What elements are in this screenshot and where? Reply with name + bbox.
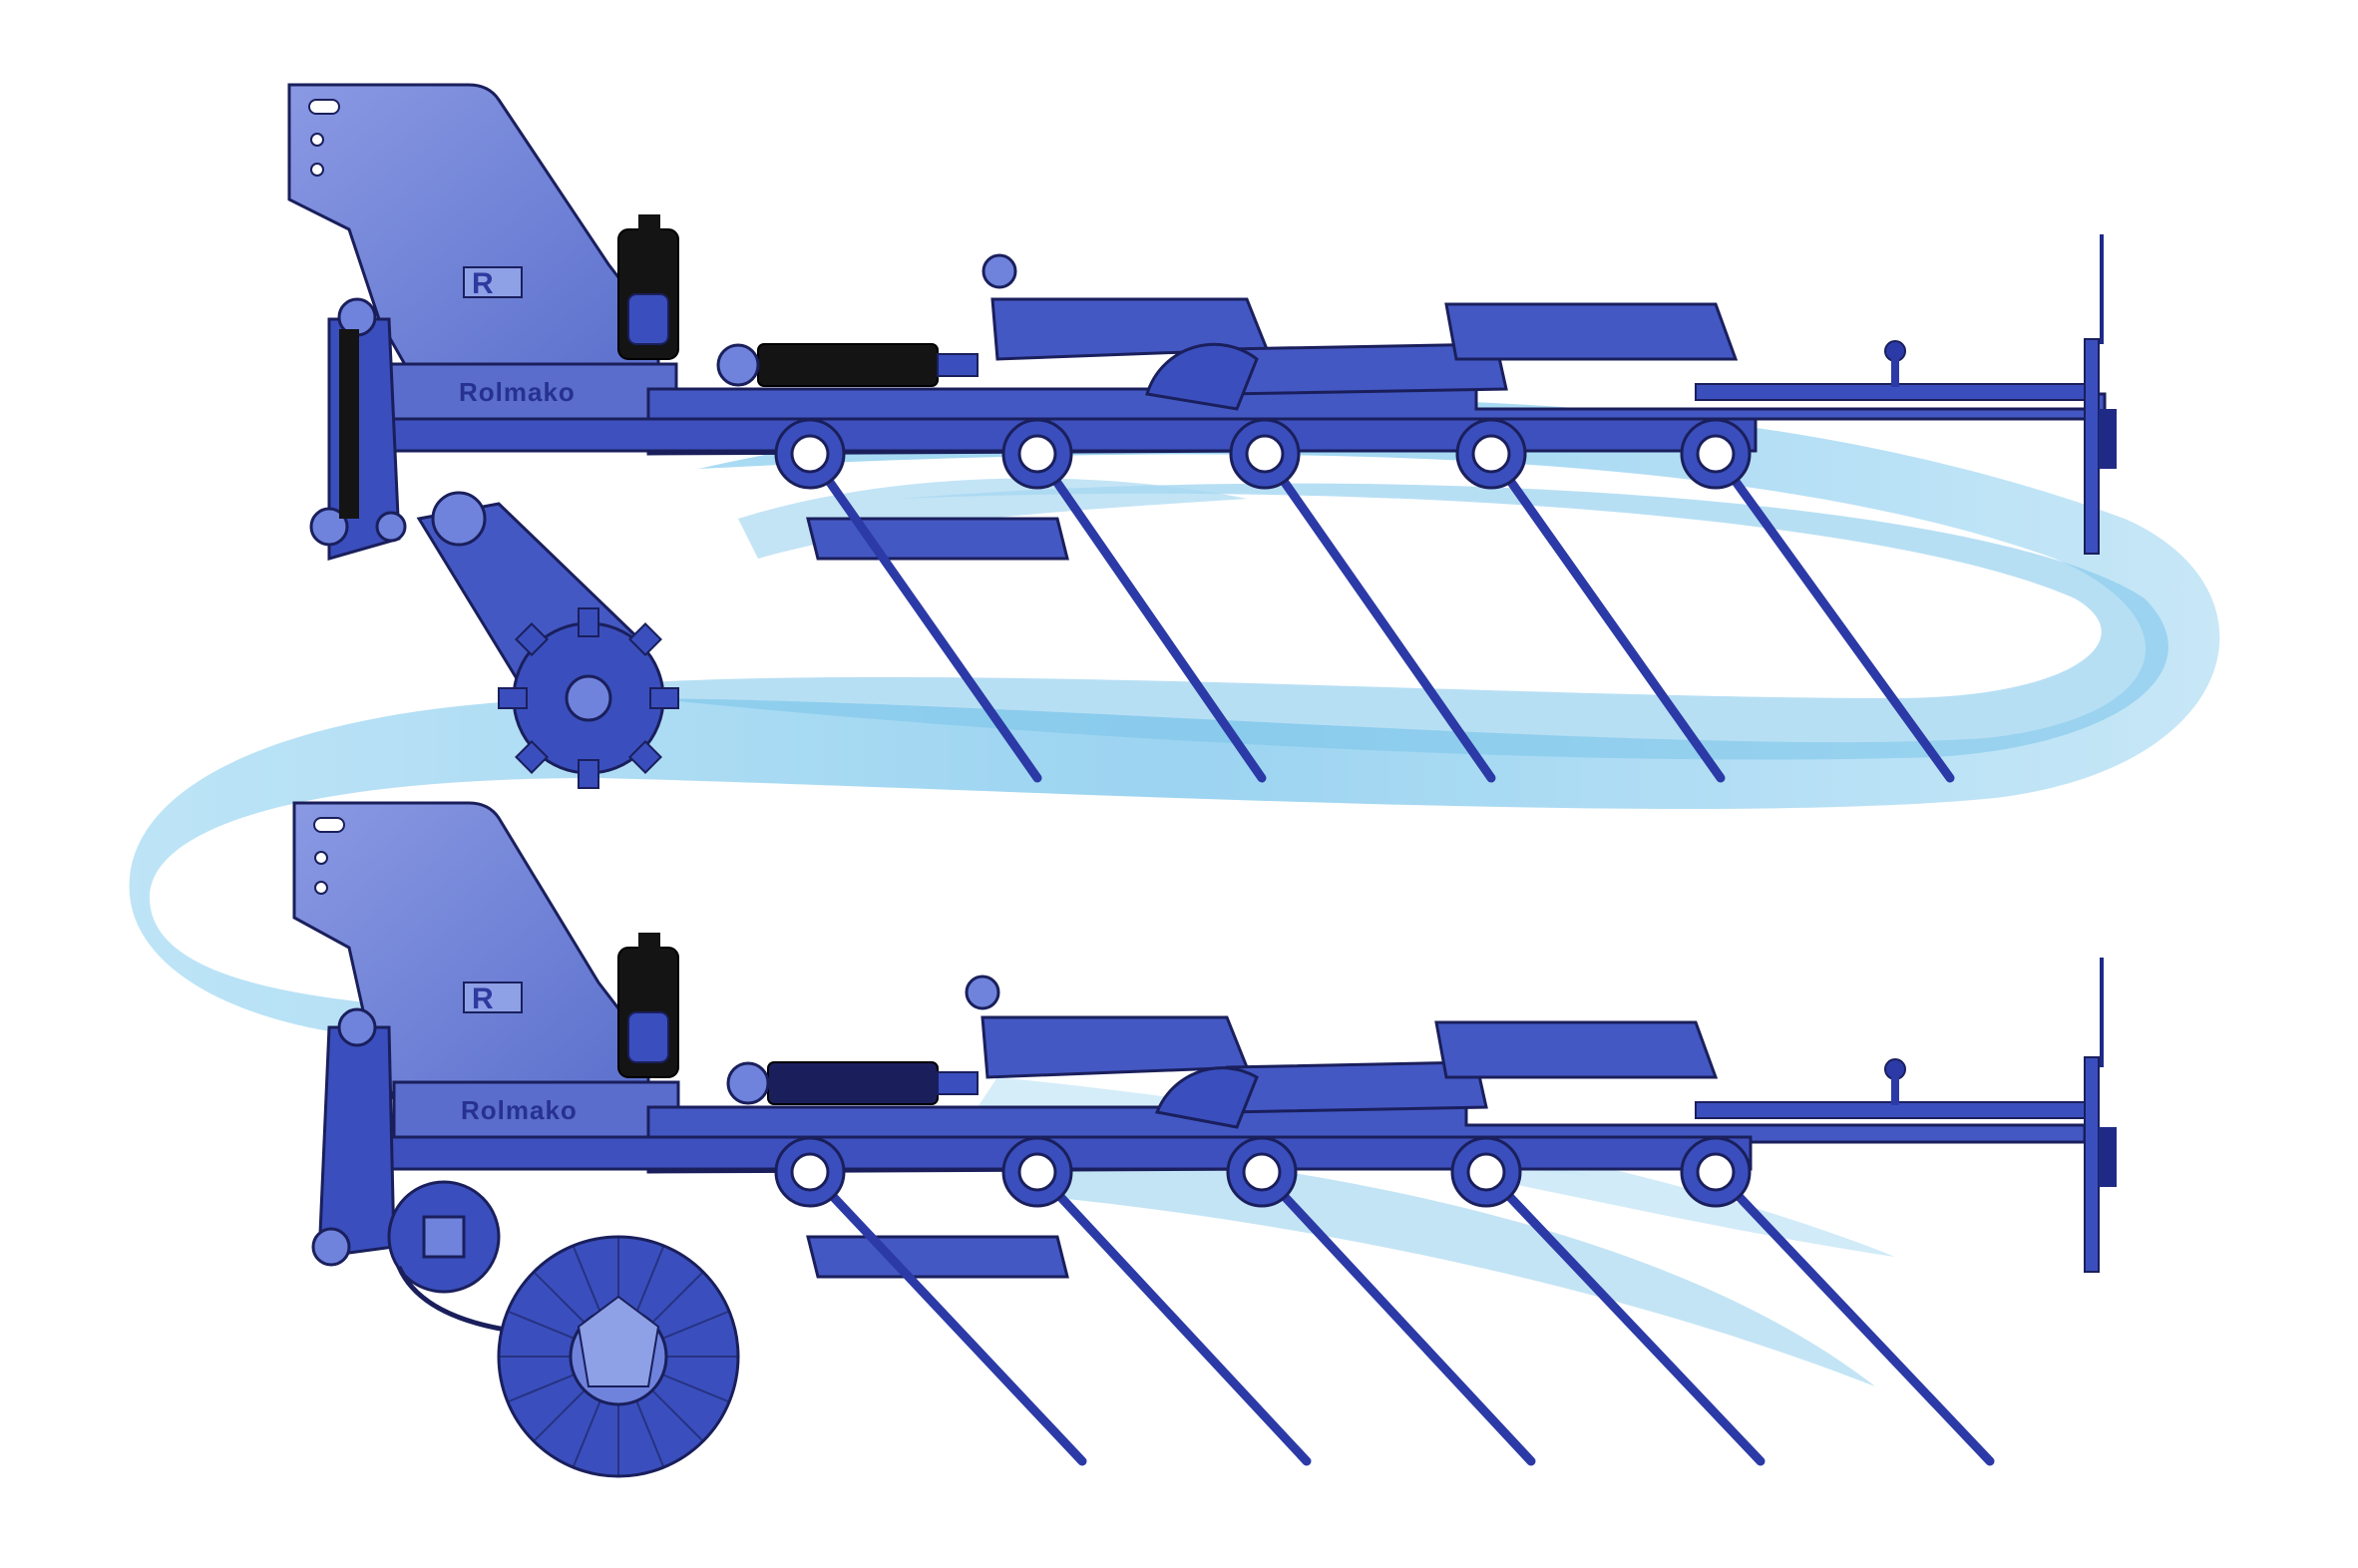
beam-wordmark: Rolmako <box>461 1095 578 1125</box>
tine-links <box>806 253 1739 561</box>
tine <box>1229 418 1496 783</box>
tine-links <box>806 975 1719 1279</box>
tine <box>774 418 1042 783</box>
brand-emblem: R <box>463 266 523 300</box>
rear-extension <box>1695 958 2117 1273</box>
hydraulic-cylinder-horizontal <box>716 343 979 387</box>
tine <box>1001 418 1267 783</box>
machine-bottom: R Rolmako <box>292 801 2117 1478</box>
tine <box>1680 1136 1995 1466</box>
tine <box>1001 1136 1312 1466</box>
tine <box>1450 1136 1766 1466</box>
rear-extension <box>1695 234 2117 555</box>
hydraulic-cylinder-vertical <box>617 933 679 1078</box>
machine-top: R Rolmako <box>287 83 2117 789</box>
star-roller <box>498 607 679 789</box>
brand-emblem: R <box>463 981 523 1015</box>
tine <box>1680 418 1955 783</box>
tine-set <box>774 418 1955 783</box>
brand-emblem-text: R <box>472 982 494 1015</box>
tine <box>1455 418 1726 783</box>
hydraulic-cylinder-horizontal <box>726 1061 979 1105</box>
brand-emblem-text: R <box>472 267 494 300</box>
tine-set <box>774 1136 1995 1466</box>
front-linkage <box>311 1007 396 1267</box>
front-linkage <box>309 297 407 561</box>
tine <box>1226 1136 1536 1466</box>
beam-wordmark: Rolmako <box>459 377 576 407</box>
tine <box>774 1136 1087 1466</box>
disc-roller <box>497 1235 740 1478</box>
hydraulic-cylinder-vertical <box>617 214 679 360</box>
